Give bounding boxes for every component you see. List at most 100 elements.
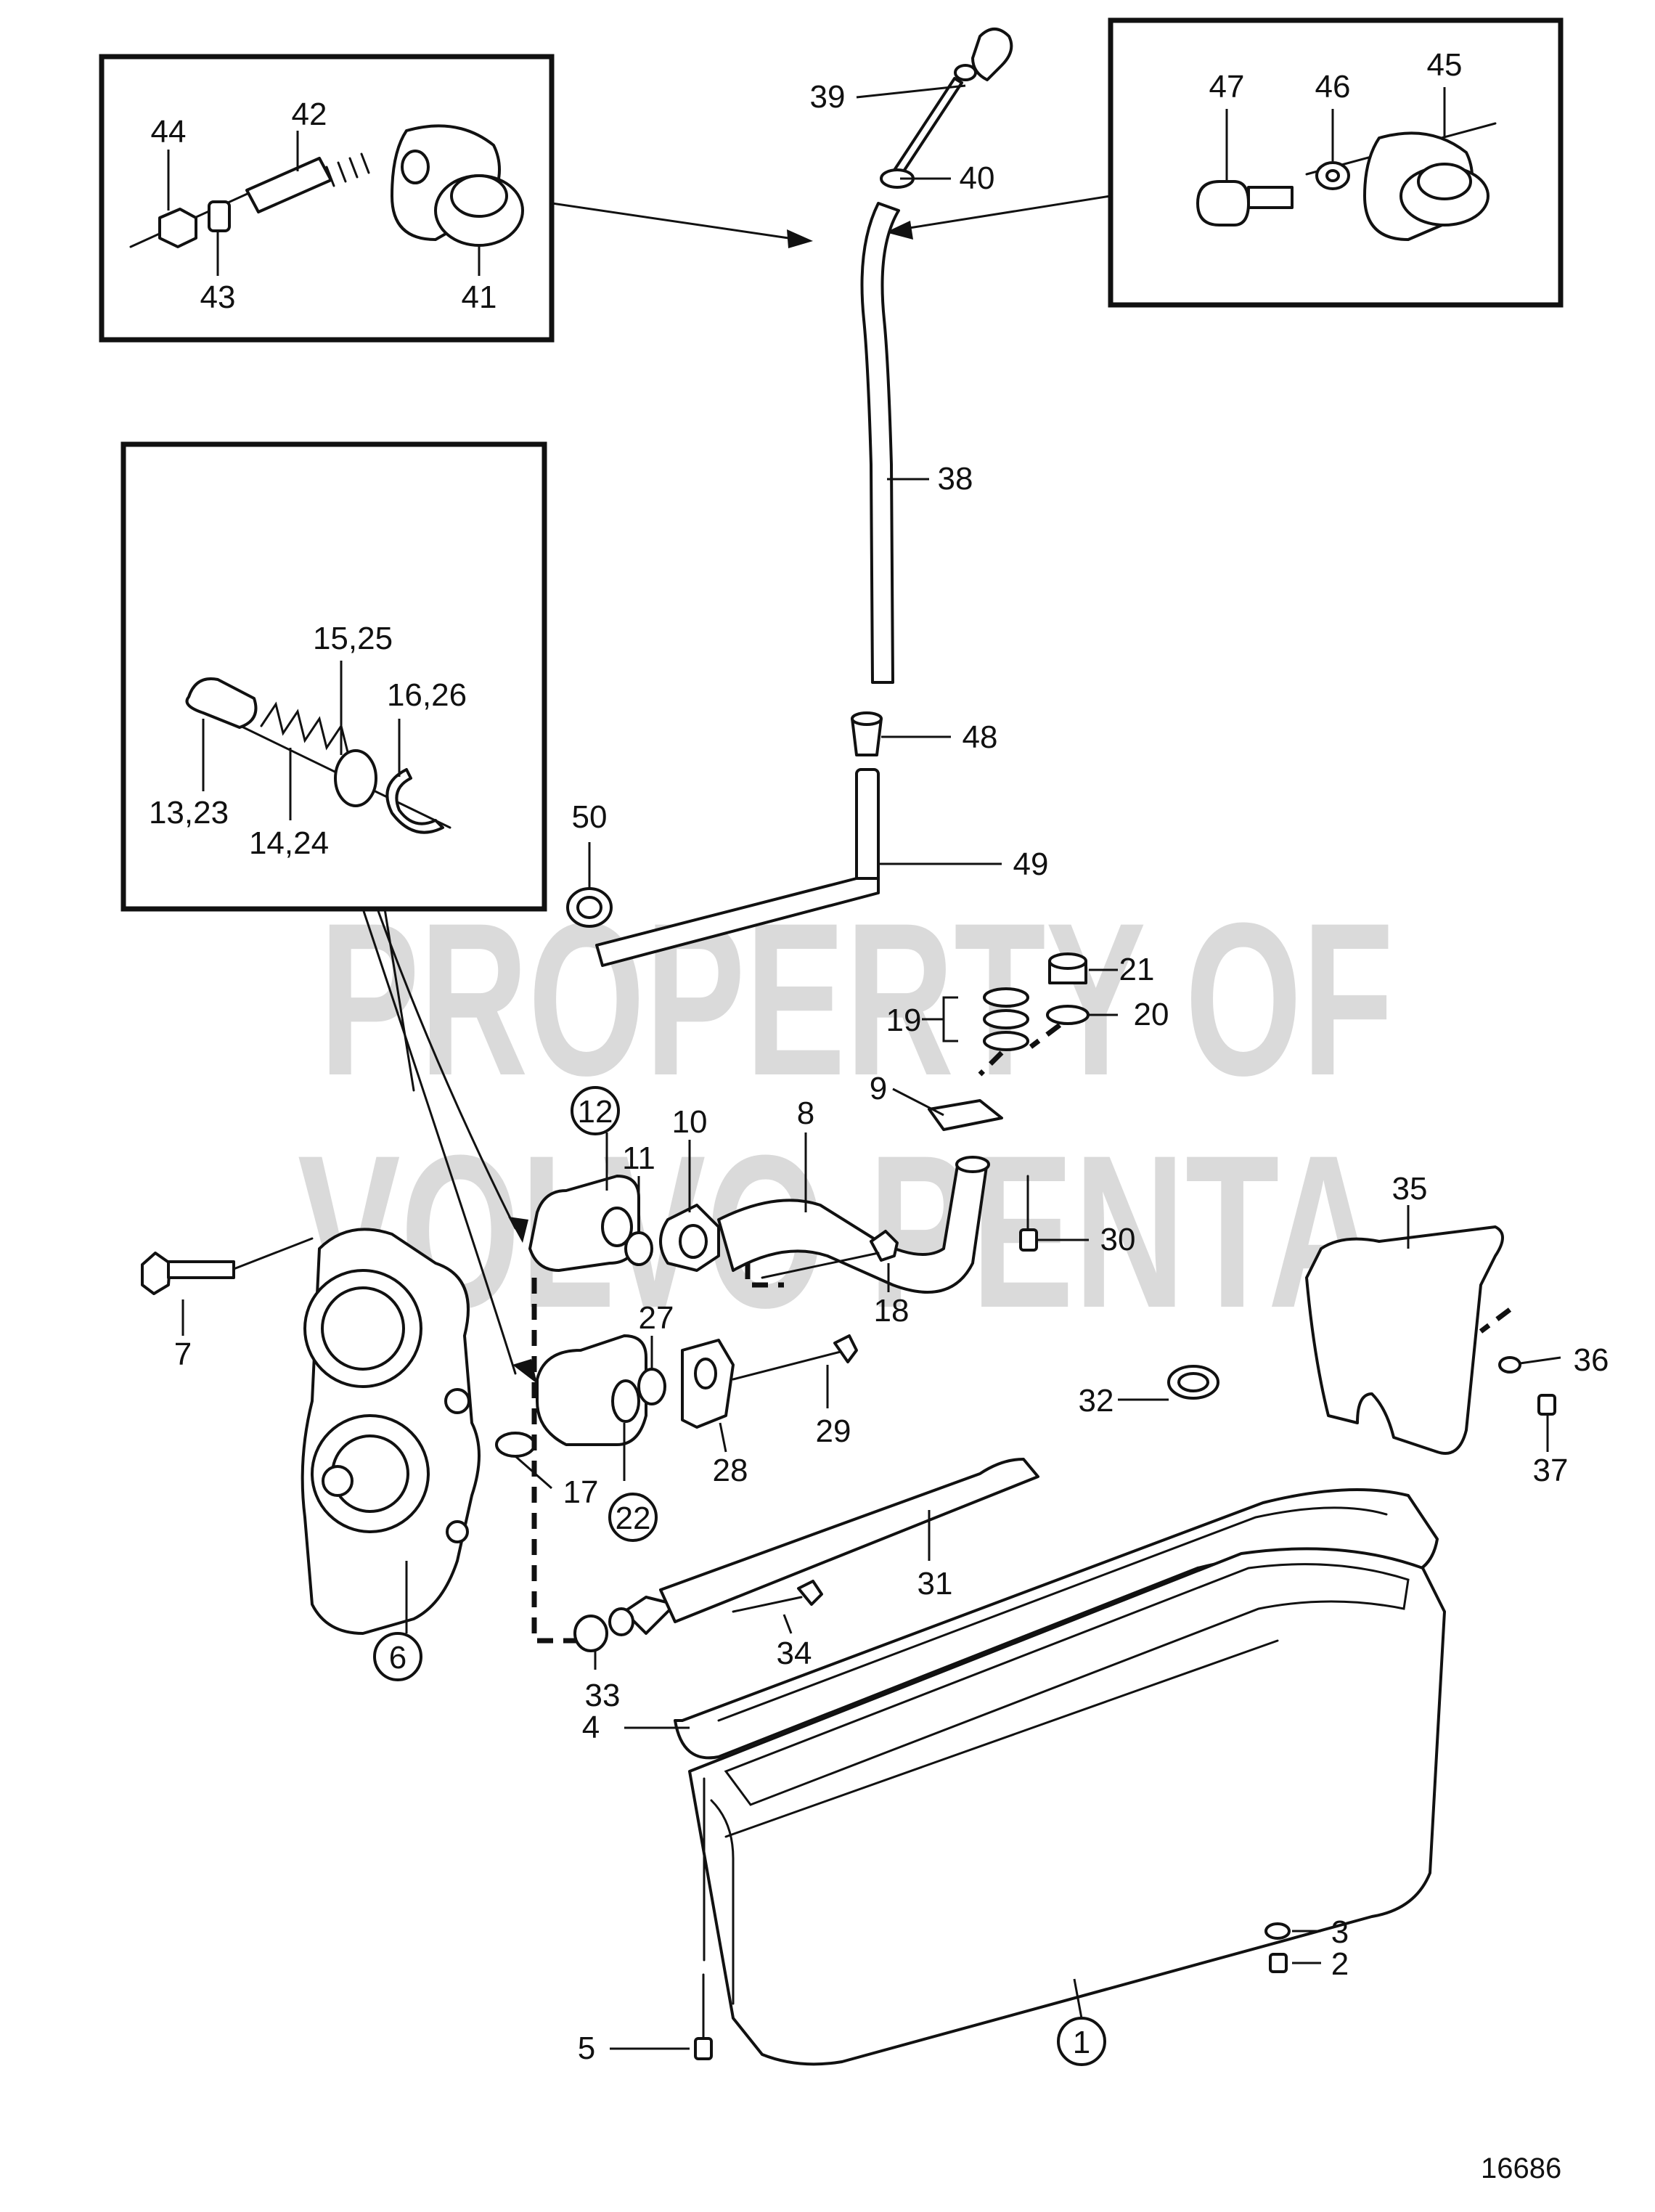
callout-27: 27 — [639, 1300, 674, 1336]
callout-49: 49 — [1013, 846, 1049, 882]
bolt-5-group: 5 — [578, 1973, 713, 2066]
drain-plug-group: 3 2 — [1264, 1914, 1349, 1982]
washer-15-25 — [334, 749, 377, 807]
callout-16-26: 16,26 — [387, 677, 467, 713]
callout-5: 5 — [578, 2031, 595, 2066]
bolt-5 — [694, 2037, 713, 2060]
spring-14-24 — [260, 701, 350, 756]
washer-19-a — [983, 987, 1029, 1008]
callout-1-circle — [1057, 2017, 1106, 2066]
washer-20 — [1046, 1005, 1090, 1025]
detail-box-relief-valve: 13,23 14,24 15,25 16,26 — [120, 441, 547, 912]
gasket-27 — [637, 1368, 666, 1405]
callout-12-circle — [571, 1086, 620, 1135]
watermark-line-1: PROPERTY OF — [319, 877, 1394, 1121]
lock-washer-43 — [208, 200, 231, 232]
callout-22: 22 — [616, 1501, 651, 1536]
callout-45: 45 — [1427, 47, 1463, 83]
screw-30-group: 30 — [1019, 1175, 1136, 1257]
detail-arrows-top — [550, 195, 1112, 248]
callout-17: 17 — [563, 1474, 599, 1510]
callout-36: 36 — [1574, 1342, 1609, 1378]
splash-shield-group: 35 36 37 — [1305, 1171, 1609, 1488]
washer-19-b — [983, 1009, 1029, 1029]
callout-11: 11 — [622, 1140, 655, 1176]
callout-8: 8 — [797, 1095, 814, 1131]
callout-48: 48 — [963, 719, 998, 755]
callout-34: 34 — [777, 1636, 812, 1671]
callout-19: 19 — [886, 1003, 922, 1038]
figure-number: 16686 — [1481, 2152, 1561, 2184]
oil-pump-6: 6 17 — [301, 1228, 599, 1681]
suction-pipe-group: 31 34 33 — [573, 1458, 1039, 1713]
callout-13-23: 13,23 — [149, 795, 229, 830]
callout-31: 31 — [918, 1566, 953, 1601]
lower-dipstick-tube: 48 49 — [595, 711, 1049, 967]
screw-37 — [1537, 1394, 1556, 1416]
callout-9: 9 — [870, 1071, 887, 1106]
callout-10: 10 — [672, 1104, 708, 1140]
hose-clamp-32-group: 32 — [1079, 1365, 1219, 1419]
hose-clamp-50-group: 50 — [566, 799, 613, 928]
circlip-16-26 — [385, 768, 444, 834]
bolt-34-head — [797, 1580, 823, 1606]
dipstick-seal-parts: 19 21 20 — [886, 952, 1169, 1077]
callout-20: 20 — [1134, 997, 1169, 1032]
callout-15-25: 15,25 — [313, 621, 393, 656]
oil-pan-group: 1 — [688, 1547, 1446, 2066]
callout-6: 6 — [389, 1640, 406, 1676]
screw-47-head — [1196, 180, 1250, 226]
dipstick-assembly: 39 40 38 — [810, 28, 1013, 684]
washer-19-c — [983, 1031, 1029, 1051]
callout-30: 30 — [1100, 1222, 1136, 1257]
callout-18: 18 — [874, 1293, 910, 1329]
suction-pipe-31 — [659, 1458, 1039, 1623]
callout-41: 41 — [462, 279, 497, 315]
detail-box-dipstick-clamp-bolt: 44 43 42 41 — [99, 54, 555, 343]
callout-50: 50 — [572, 799, 608, 835]
callout-22-circle — [608, 1493, 658, 1542]
oring-33 — [573, 1615, 608, 1652]
callout-2: 2 — [1331, 1946, 1349, 1982]
screw-30 — [1019, 1228, 1038, 1252]
oil-pipe-8 — [717, 1160, 989, 1294]
pressure-pipe-assembly: 12 11 10 8 18 9 — [528, 1071, 1003, 1329]
callout-35: 35 — [1392, 1171, 1428, 1207]
relief-valve-housing-22-group: 22 27 28 29 — [536, 1300, 858, 1542]
callout-42: 42 — [292, 97, 327, 132]
nut-44 — [158, 208, 197, 248]
callout-3: 3 — [1331, 1914, 1349, 1950]
bolt-7 — [141, 1252, 171, 1295]
callout-39: 39 — [810, 79, 846, 115]
oring-17 — [495, 1432, 536, 1458]
callout-14-24: 14,24 — [249, 825, 329, 861]
splash-shield-35 — [1305, 1225, 1504, 1455]
flange-9 — [928, 1099, 1003, 1131]
callout-4: 4 — [582, 1710, 600, 1745]
callout-40: 40 — [960, 160, 995, 196]
dipstick-39-handle — [971, 28, 1013, 81]
detail-arrows-relief — [361, 907, 537, 1384]
callout-46: 46 — [1315, 69, 1351, 105]
callout-12: 12 — [578, 1094, 613, 1130]
dipstick-tube-38 — [860, 202, 900, 684]
screw-47-shank — [1247, 186, 1294, 209]
washer-3 — [1264, 1922, 1291, 1940]
callout-7: 7 — [174, 1336, 192, 1372]
callout-28: 28 — [713, 1453, 748, 1488]
callout-37: 37 — [1533, 1453, 1569, 1488]
bolt-7-group: 7 — [141, 1237, 314, 1372]
tube-49-lower — [595, 877, 880, 967]
callout-44: 44 — [151, 114, 187, 150]
callout-32: 32 — [1079, 1383, 1114, 1419]
callout-47: 47 — [1209, 69, 1245, 105]
callout-33: 33 — [585, 1678, 621, 1713]
washer-36 — [1498, 1356, 1521, 1374]
tube-49-upper — [855, 768, 880, 887]
callout-21: 21 — [1119, 952, 1155, 987]
oil-pan-1 — [688, 1547, 1446, 2066]
drain-plug-2 — [1269, 1953, 1288, 1973]
detail-box-dipstick-clamp-screw: 47 46 45 — [1108, 17, 1564, 308]
callout-6-circle — [373, 1632, 422, 1681]
